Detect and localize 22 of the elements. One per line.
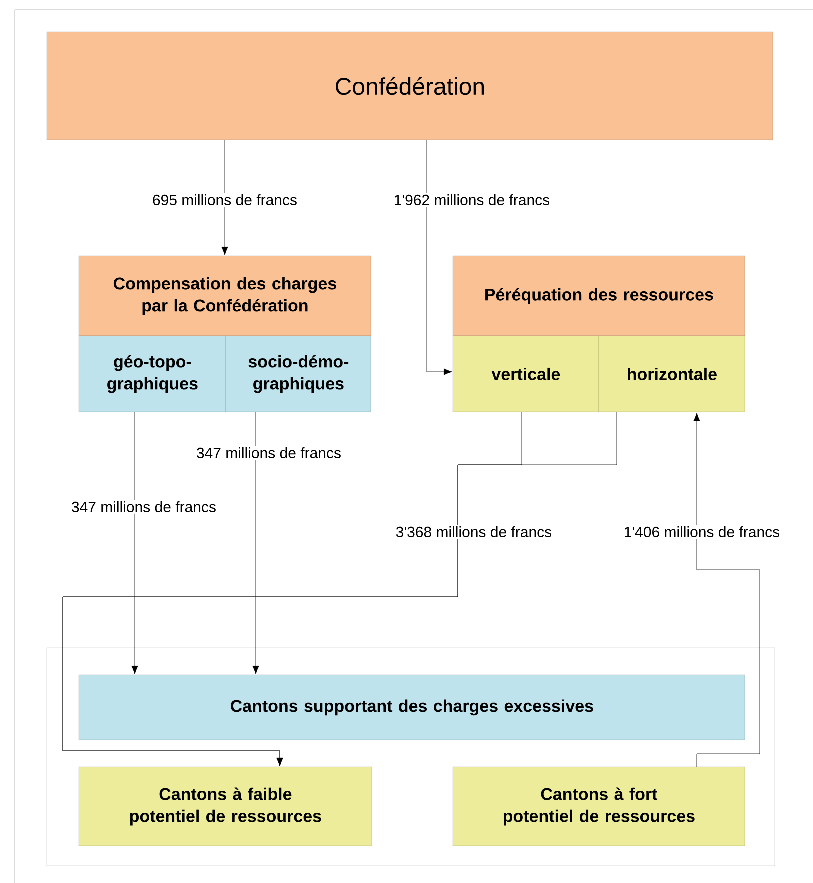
category-cell: géo-topo-graphiques — [79, 336, 226, 412]
category-cell: socio-démo-graphiques — [226, 336, 372, 412]
heading-cell: Péréquation des ressources — [453, 256, 746, 336]
edge-label: 347 millions de francs — [70, 500, 218, 514]
arrow — [132, 412, 138, 674]
canton-box: Cantons supportant des charges excessives — [79, 675, 746, 740]
arrow — [426, 140, 452, 376]
arrow — [694, 413, 760, 768]
arrow — [222, 140, 228, 256]
canton-box: Cantons à faible potentiel de ressources — [79, 767, 372, 846]
canton-box: Cantons à fort potentiel de ressources — [453, 767, 746, 846]
heading-cell: Compensation des charges par la Confédération — [79, 256, 372, 336]
header-box: Confédération — [47, 32, 774, 140]
category-cell: horizontale — [599, 336, 746, 412]
edge-label: 347 millions de francs — [194, 446, 344, 460]
arrow — [62, 412, 618, 766]
edge-label: 1'406 millions de francs — [622, 525, 782, 540]
arrow — [252, 412, 260, 674]
edge-label: 3'368 millions de francs — [394, 525, 554, 540]
edge-label: 695 millions de francs — [150, 193, 300, 207]
edge-label: 1'962 millions de francs — [392, 193, 552, 207]
category-cell: verticale — [453, 336, 600, 412]
